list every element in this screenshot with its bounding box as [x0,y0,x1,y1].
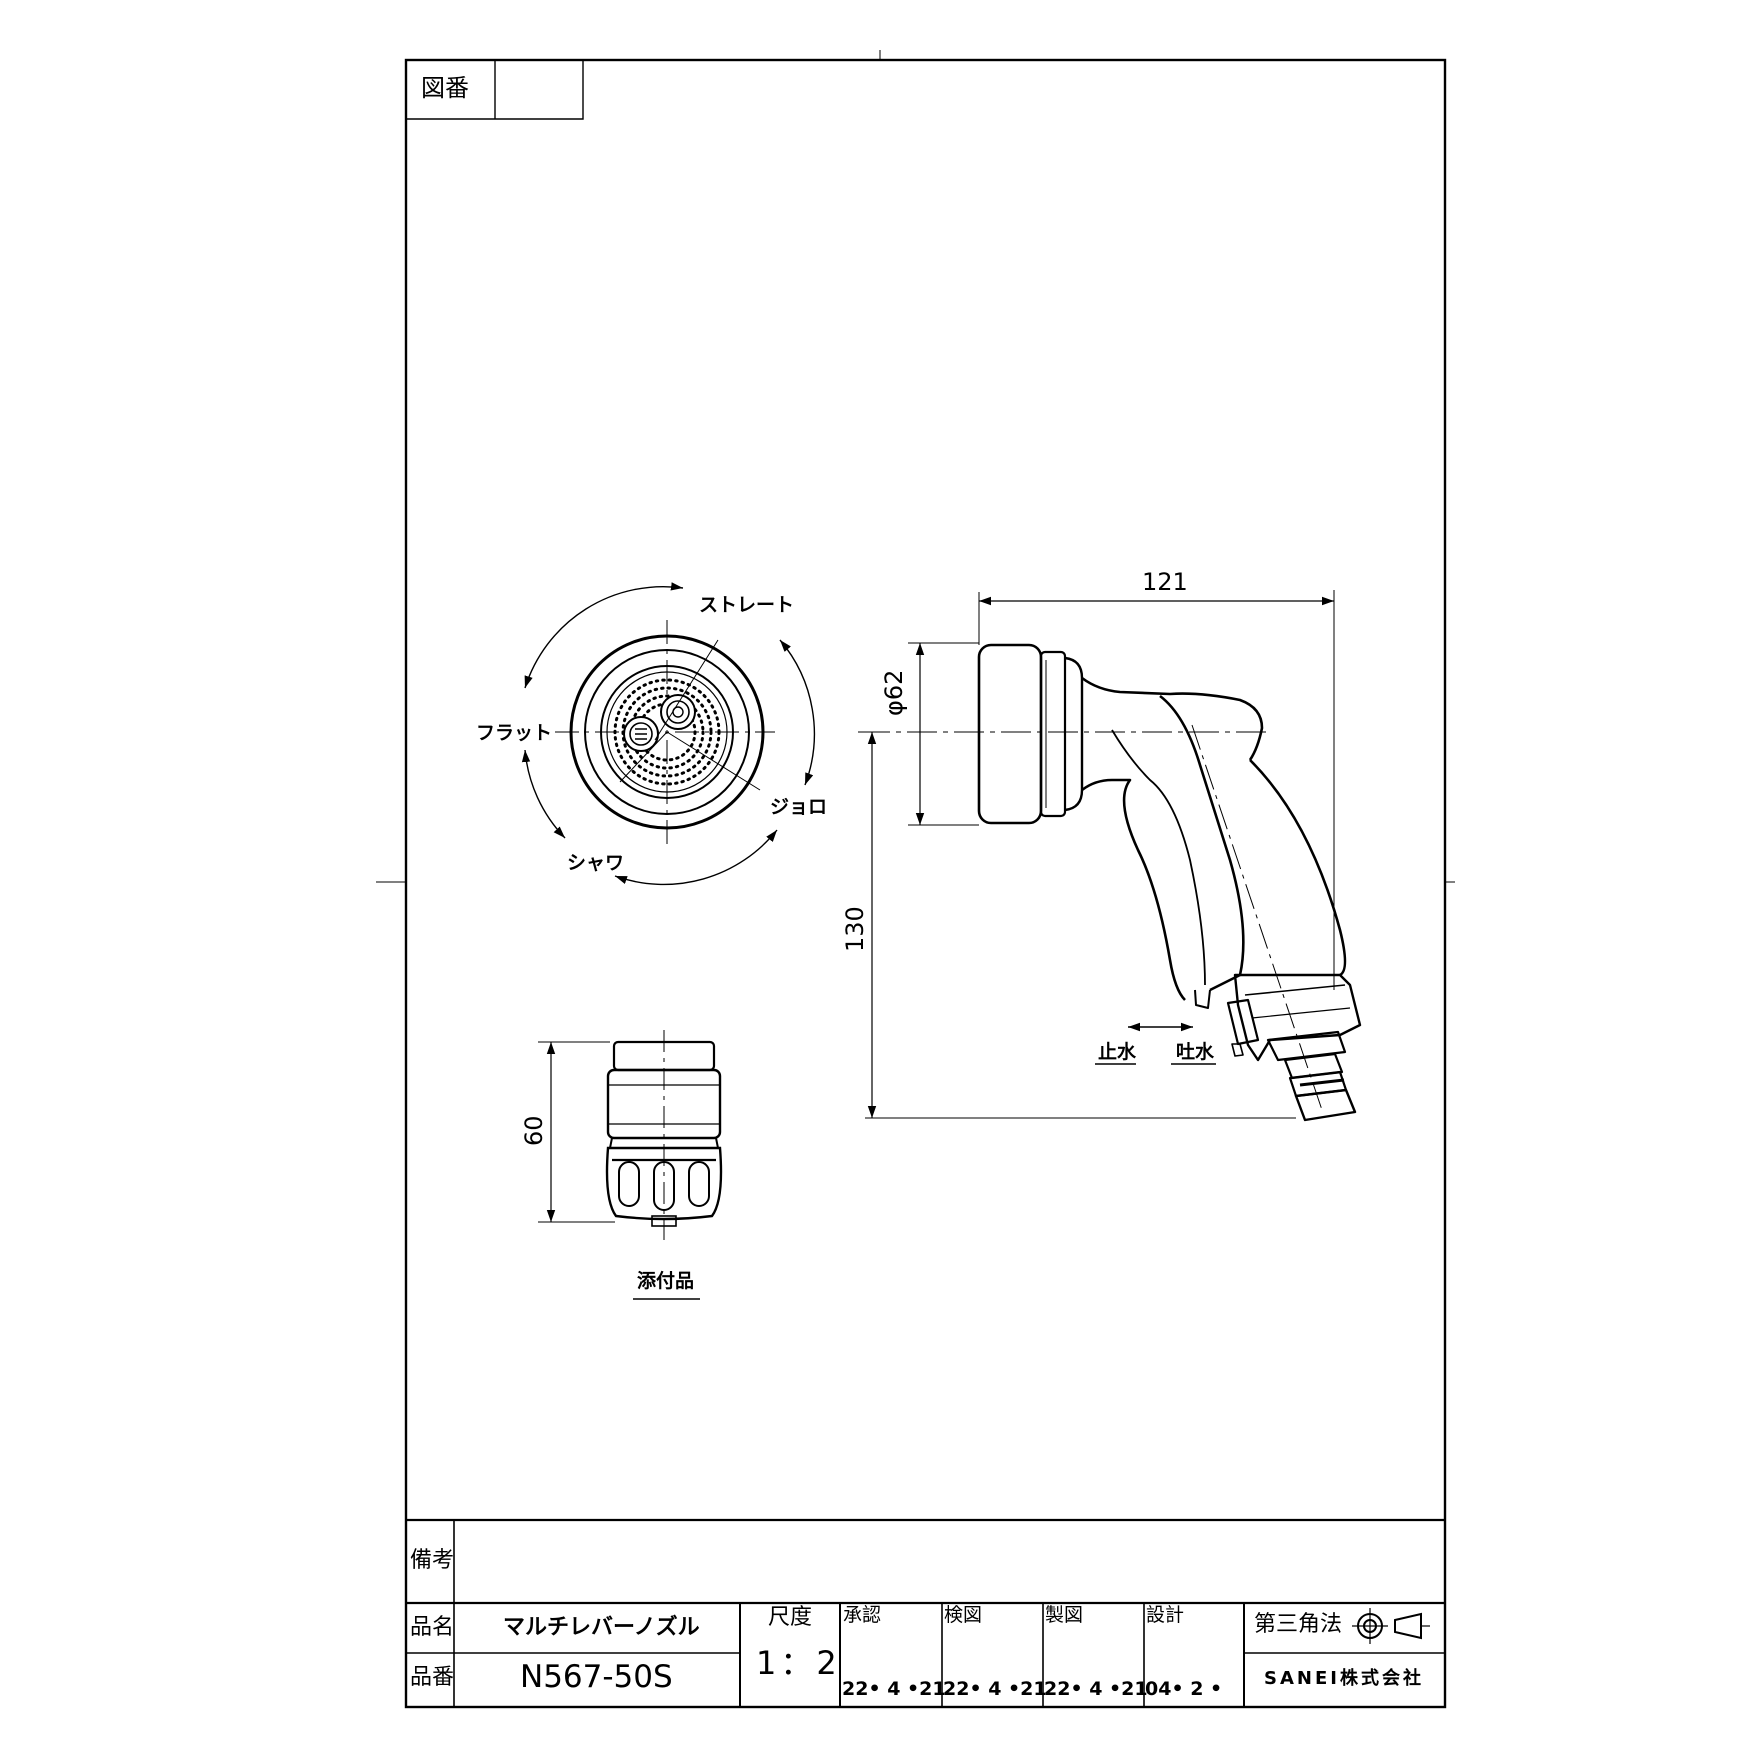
product-number-label: 品番 [410,1665,455,1690]
scale-label: 尺度 [768,1605,813,1630]
side-view [858,590,1362,1122]
drawing-label: 製図 [1045,1604,1084,1626]
design-date: 04• 2 • [1145,1678,1223,1700]
dimension-height: 130 [841,906,869,952]
drawing-date: 22• 4 •21 [1044,1678,1148,1700]
dimension-diameter: φ62 [880,669,908,716]
approval-date: 22• 4 •21 [842,1678,946,1700]
accessory-caption: 添付品 [637,1270,695,1292]
front-view [521,582,816,886]
mode-label-flat: フラット [476,722,553,744]
stop-water-label: 止水 [1098,1041,1137,1063]
accessory-dimension-height: 60 [520,1115,548,1146]
projection-label: 第三角法 [1254,1612,1343,1637]
approval-label: 承認 [843,1604,882,1626]
mode-label-jet: ジョロ [770,796,828,818]
third-angle-symbol [1352,1608,1430,1644]
product-name-label: 品名 [410,1615,455,1640]
product-name-value: マルチレバーノズル [503,1615,700,1640]
check-date: 22• 4 •21 [943,1678,1047,1700]
product-number-value: N567-50S [520,1659,673,1695]
title-block-lines [406,1518,1445,1707]
remarks-label: 備考 [410,1548,455,1573]
dimension-length: 121 [1142,568,1188,596]
scale-value: 1：2 [756,1644,841,1682]
flow-water-label: 吐水 [1176,1041,1215,1063]
mode-label-straight: ストレート [699,594,795,616]
design-label: 設計 [1146,1604,1185,1626]
zuban-label: 図番 [421,74,469,102]
company-name: SANEI株式会社 [1264,1668,1424,1689]
mode-label-shower: シャワ [567,852,625,874]
sheet-frame [376,50,1455,1709]
accessory-view [538,1030,723,1300]
check-label: 検図 [944,1604,983,1626]
